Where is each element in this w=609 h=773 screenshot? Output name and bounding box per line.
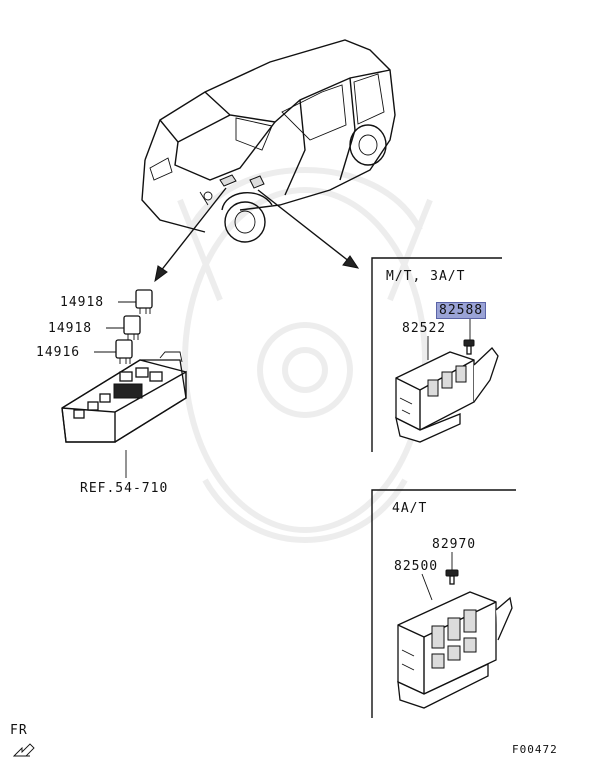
section-label-mt: M/T, 3A/T — [386, 269, 466, 284]
section-label-4at: 4A/T — [392, 501, 428, 516]
watermark-emblem — [177, 167, 433, 543]
figure-code: F00472 — [512, 743, 558, 756]
leader-arrows — [154, 187, 360, 283]
relay-14918-top — [118, 289, 153, 314]
vehicle-illustration — [141, 39, 396, 243]
section-frames — [371, 257, 516, 718]
relay-14918-mid — [106, 315, 141, 340]
front-arrow-icon — [12, 743, 35, 757]
callout-82500: 82500 — [394, 559, 439, 574]
ecu-82522 — [395, 336, 499, 443]
screw-82588 — [463, 318, 475, 355]
callout-82588[interactable]: 82588 — [436, 302, 487, 319]
callout-14916: 14916 — [36, 345, 81, 360]
callout-14918-top: 14918 — [60, 295, 105, 310]
callout-ref: REF.54-710 — [80, 481, 169, 496]
fr-label: FR — [10, 723, 28, 738]
callout-82970: 82970 — [432, 537, 477, 552]
callout-14918-mid: 14918 — [48, 321, 93, 336]
ecu-82500 — [397, 573, 513, 709]
relay-14916-bottom — [94, 339, 133, 364]
screw-82970 — [445, 552, 459, 585]
callout-82522: 82522 — [402, 321, 447, 336]
relay-box — [61, 351, 187, 478]
